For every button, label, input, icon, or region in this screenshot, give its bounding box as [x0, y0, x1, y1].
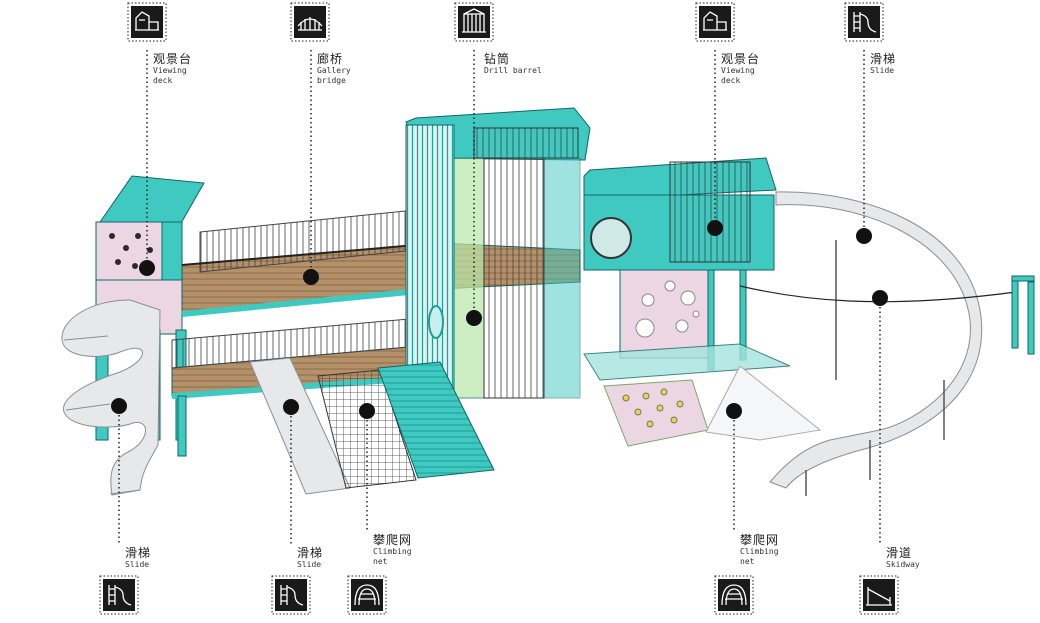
playground-structure — [61, 107, 1035, 496]
callout-label-en: net — [740, 557, 755, 566]
callout-label-zh: 钻筒 — [484, 52, 511, 66]
climbing-net-icon — [347, 575, 387, 615]
callout-label-zh: 滑道 — [886, 546, 913, 560]
callout-dot — [139, 260, 155, 276]
callout-label-en: Viewing — [153, 66, 187, 75]
callout-dot — [466, 310, 482, 326]
callout-label-zh: 滑梯 — [297, 546, 324, 560]
slide-icon — [99, 575, 139, 615]
skidway-icon — [859, 575, 899, 615]
callout-label-en: bridge — [317, 76, 346, 85]
gallery-bridge-icon — [290, 2, 330, 42]
callout-label-en: Drill barrel — [484, 66, 542, 75]
callout-climbing-net-right: 攀爬网 Climbing net — [740, 533, 779, 567]
callout-slide-bottom-middle: 滑梯 Slide — [297, 546, 323, 570]
callout-dot — [111, 398, 127, 414]
callout-label-zh: 观景台 — [153, 52, 193, 66]
callout-dots — [111, 220, 888, 419]
callout-climbing-net-left: 攀爬网 Climbing net — [373, 533, 412, 567]
callout-label-en: Slide — [297, 560, 322, 569]
callout-dot — [707, 220, 723, 236]
callout-label-en: Viewing — [721, 66, 755, 75]
callout-label-zh: 廊桥 — [317, 52, 344, 66]
callout-dot — [359, 403, 375, 419]
callout-label-en: Climbing — [373, 547, 412, 556]
viewing-deck-icon — [127, 2, 167, 42]
left-tower-roof — [99, 175, 205, 226]
slide-icon — [271, 575, 311, 615]
callout-slide-top-right: 滑梯 Slide — [870, 52, 896, 76]
callout-label-zh: 攀爬网 — [373, 533, 413, 547]
callout-label-zh: 攀爬网 — [740, 533, 780, 547]
callout-label-en: deck — [153, 76, 173, 85]
callout-label-en: net — [373, 557, 388, 566]
climbing-net-icon — [714, 575, 754, 615]
callout-label-en: Gallery — [317, 66, 351, 75]
callout-label-zh: 滑梯 — [125, 546, 152, 560]
callout-label-zh: 观景台 — [721, 52, 761, 66]
callout-drill-barrel: 钻筒 Drill barrel — [484, 52, 542, 76]
curved-slide — [769, 191, 983, 489]
skidway-cable — [739, 285, 1017, 303]
viewing-deck-icon — [695, 2, 735, 42]
callout-dot — [856, 228, 872, 244]
stairs — [377, 361, 495, 479]
drill-barrel-icon — [454, 2, 494, 42]
callout-label-en: Skidway — [886, 560, 920, 569]
callout-label-en: deck — [721, 76, 741, 85]
skidway-post — [1011, 275, 1035, 355]
callout-leaders — [118, 50, 881, 545]
callout-gallery-bridge: 廊桥 Gallery bridge — [317, 52, 351, 86]
slide-icon — [844, 2, 884, 42]
spiral-slide — [61, 299, 161, 496]
callout-dot — [872, 290, 888, 306]
callout-dot — [726, 403, 742, 419]
callout-label-zh: 滑梯 — [870, 52, 897, 66]
callout-dot — [283, 399, 299, 415]
callout-slide-bottom-left: 滑梯 Slide — [125, 546, 151, 570]
callout-viewing-deck-right: 观景台 Viewing deck — [721, 52, 760, 86]
callout-label-en: Slide — [870, 66, 895, 75]
callout-label-en: Slide — [125, 560, 150, 569]
callout-skidway: 滑道 Skidway — [886, 546, 920, 570]
climbing-wall — [603, 379, 709, 447]
callout-viewing-deck-left: 观景台 Viewing deck — [153, 52, 192, 86]
callout-dot — [303, 269, 319, 285]
callout-label-en: Climbing — [740, 547, 779, 556]
